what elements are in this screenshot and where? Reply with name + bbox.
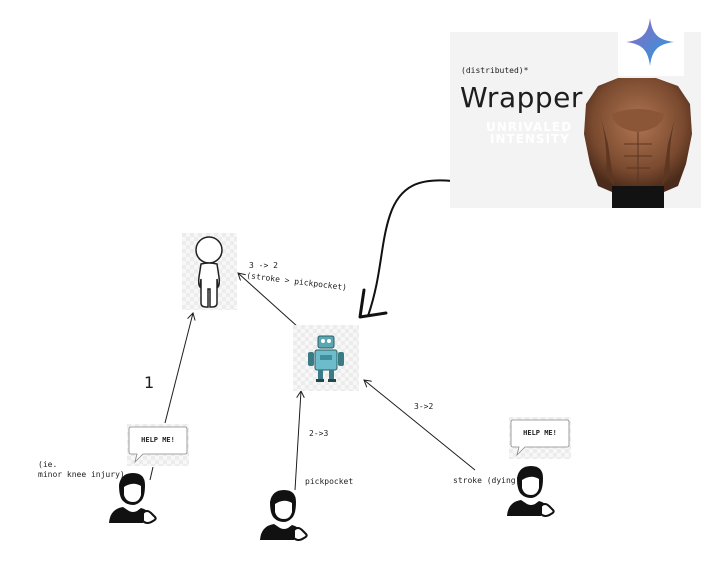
sparkle-logo-box bbox=[618, 10, 684, 76]
arrow-robot-to-human bbox=[238, 273, 299, 328]
robot-node[interactable] bbox=[293, 325, 359, 391]
gemini-sparkle-icon bbox=[626, 18, 674, 66]
help-bubble-1: HELP ME! bbox=[127, 424, 189, 466]
card-title: Wrapper bbox=[460, 81, 583, 114]
freehand-arrow-card-to-robot bbox=[367, 179, 453, 317]
person-phone-icon bbox=[507, 466, 555, 517]
caller2-note: pickpocket bbox=[305, 477, 354, 486]
help-bubble-3-text: HELP ME! bbox=[523, 429, 557, 437]
arrow-caller2-to-robot bbox=[294, 391, 301, 491]
freehand-arrowhead bbox=[358, 288, 388, 319]
help-bubble-1-text: HELP ME! bbox=[141, 436, 175, 444]
stick-figure-icon bbox=[195, 236, 223, 308]
person-phone-icon bbox=[109, 473, 157, 524]
robot-icon bbox=[308, 335, 344, 382]
card-ghost-text-1: UNRIVALED bbox=[486, 120, 573, 134]
caller-3-node[interactable] bbox=[505, 464, 559, 518]
card-ghost-text-2: INTENSITY bbox=[490, 132, 570, 146]
caller-2-node[interactable] bbox=[258, 488, 312, 542]
edge-label-caller1: 1 bbox=[144, 373, 155, 392]
caller1-note-line1: (ie. bbox=[38, 460, 58, 469]
edge-label-caller2: 2->3 bbox=[309, 429, 329, 438]
caller3-note: stroke (dying) bbox=[453, 476, 521, 485]
edge-label-caller3: 3->2 bbox=[414, 402, 434, 411]
help-bubble-3: HELP ME! bbox=[509, 417, 571, 459]
human-target-node[interactable] bbox=[182, 233, 237, 310]
caller1-note-line2: minor knee injury) bbox=[38, 470, 125, 479]
caller-1-node[interactable] bbox=[107, 471, 161, 525]
caller1-tail bbox=[149, 466, 154, 481]
edge-label-human-line1: 3 -> 2 bbox=[249, 261, 278, 270]
card-caption: (distributed)* bbox=[461, 66, 529, 75]
person-phone-icon bbox=[260, 490, 308, 541]
wrapper-card[interactable]: (distributed)* UNRIVALED INTENSITY Wrapp… bbox=[450, 32, 701, 208]
arrow-caller3-to-robot bbox=[364, 380, 476, 471]
arrow-caller1-to-human bbox=[164, 313, 193, 424]
torso-image bbox=[584, 78, 692, 208]
